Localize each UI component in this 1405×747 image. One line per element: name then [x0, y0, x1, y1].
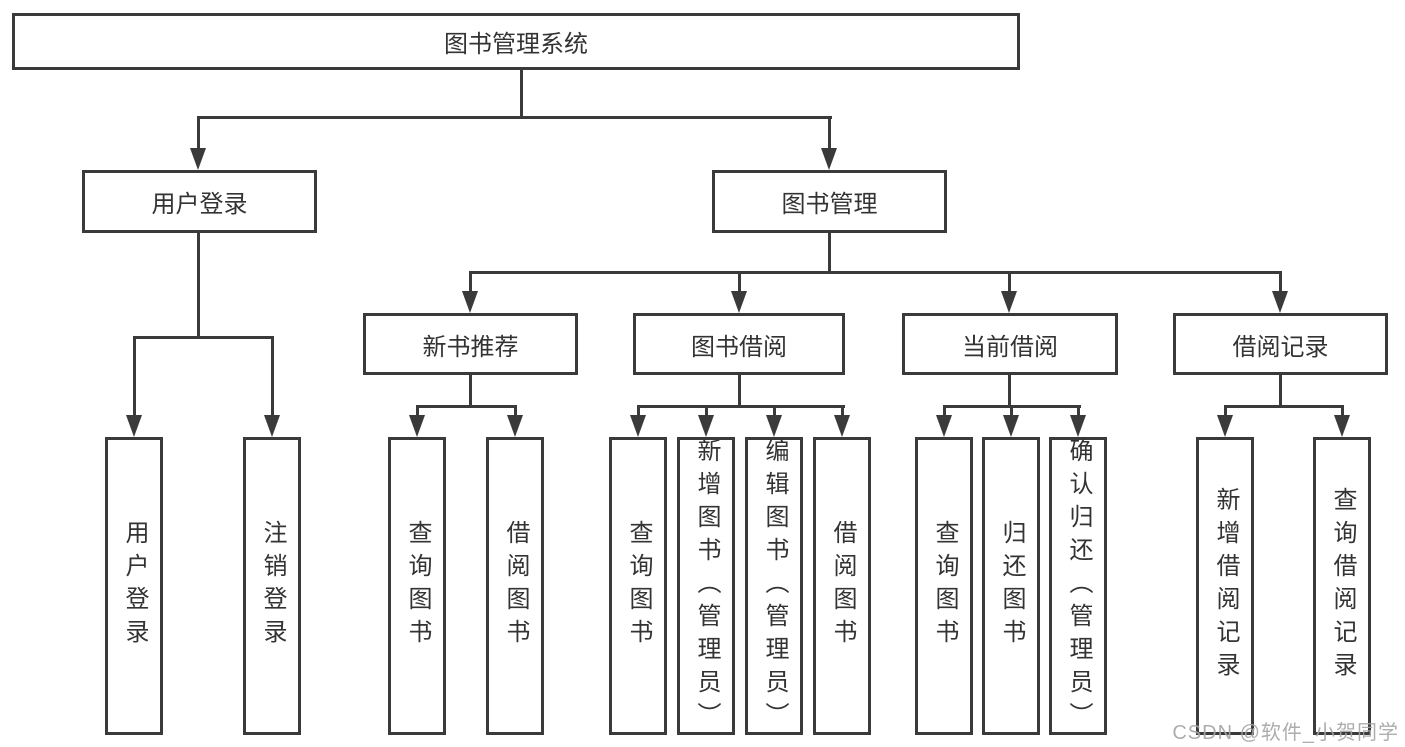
node-current-borrow-label: 当前借阅 [962, 333, 1058, 361]
leaf-query-books-2-label: 查询图书 [625, 520, 652, 652]
connector-userlogin-shaft-1 [133, 336, 136, 420]
node-book-management-label: 图书管理 [781, 191, 878, 218]
arrow-down-icon [507, 415, 523, 437]
connector-bookmgmt-shaft-3 [1008, 271, 1011, 297]
connector-borrow-horizontal [637, 405, 845, 408]
leaf-edit-books-admin: 编辑图书（管理员） [745, 437, 803, 735]
arrow-down-icon [1070, 415, 1086, 437]
leaf-query-borrow-record: 查询借阅记录 [1313, 437, 1371, 735]
node-book-management: 图书管理 [712, 170, 947, 233]
leaf-query-books-2: 查询图书 [609, 437, 667, 735]
node-borrow-records-label: 借阅记录 [1232, 333, 1329, 361]
leaf-query-books-3-label: 查询图书 [931, 520, 958, 652]
arrow-down-icon [834, 415, 850, 437]
leaf-query-books-1: 查询图书 [388, 437, 446, 735]
leaf-query-books-3: 查询图书 [915, 437, 973, 735]
leaf-logout: 注销登录 [243, 437, 301, 735]
connector-records-stub [1279, 374, 1282, 408]
node-book-borrow-label: 图书借阅 [691, 333, 787, 361]
node-user-login: 用户登录 [82, 170, 317, 233]
leaf-add-borrow-record-label: 新增借阅记录 [1212, 487, 1239, 685]
connector-userlogin-stub [197, 232, 200, 339]
node-current-borrow: 当前借阅 [902, 313, 1118, 375]
arrow-down-icon [409, 415, 425, 437]
connector-records-horizontal [1224, 405, 1344, 408]
arrow-down-icon [698, 415, 714, 437]
node-new-book-recommend-label: 新书推荐 [422, 333, 519, 361]
leaf-add-books-admin: 新增图书（管理员） [677, 437, 735, 735]
arrow-down-icon [1334, 415, 1350, 437]
connector-userlogin-shaft-2 [271, 336, 274, 420]
connector-newbook-shaft-1 [416, 405, 419, 420]
connector-borrow-shaft-1 [637, 405, 640, 420]
connector-current-stub [1008, 374, 1011, 408]
arrow-down-icon [731, 291, 747, 313]
leaf-edit-books-admin-label: 编辑图书（管理员） [761, 437, 788, 735]
connector-bookmgmt-horizontal [469, 271, 1282, 274]
csdn-watermark: CSDN @软件_小贺同学 [1172, 722, 1399, 744]
arrow-down-icon [462, 291, 478, 313]
node-root-label: 图书管理系统 [444, 31, 588, 58]
arrow-down-icon [1001, 291, 1017, 313]
node-new-book-recommend: 新书推荐 [363, 313, 578, 375]
connector-root-shaft-right [828, 116, 831, 152]
leaf-query-books-1-label: 查询图书 [404, 520, 431, 652]
leaf-borrow-books-1: 借阅图书 [486, 437, 544, 735]
connector-borrow-stub [738, 374, 741, 408]
connector-borrow-shaft-4 [841, 405, 844, 420]
leaf-user-login-label: 用户登录 [121, 520, 148, 652]
leaf-logout-label: 注销登录 [259, 520, 286, 652]
arrow-down-icon [264, 415, 280, 437]
node-book-borrow: 图书借阅 [633, 313, 845, 375]
leaf-borrow-books-2-label: 借阅图书 [829, 520, 856, 652]
node-root: 图书管理系统 [12, 13, 1020, 70]
leaf-add-books-admin-label: 新增图书（管理员） [693, 437, 720, 735]
connector-userlogin-horizontal [133, 336, 274, 339]
connector-root-horizontal [197, 116, 832, 119]
arrow-down-icon [126, 415, 142, 437]
arrow-down-icon [630, 415, 646, 437]
arrow-down-icon [766, 415, 782, 437]
arrow-down-icon [1003, 415, 1019, 437]
node-user-login-label: 用户登录 [151, 191, 248, 218]
connector-bookmgmt-shaft-1 [469, 271, 472, 297]
connector-current-shaft-2 [1010, 405, 1013, 420]
node-borrow-records: 借阅记录 [1173, 313, 1388, 375]
connector-borrow-shaft-3 [773, 405, 776, 420]
leaf-add-borrow-record: 新增借阅记录 [1196, 437, 1254, 735]
arrow-down-icon [1217, 415, 1233, 437]
connector-current-shaft-1 [943, 405, 946, 420]
leaf-confirm-return-admin: 确认归还（管理员） [1049, 437, 1107, 735]
connector-root-shaft-left [197, 116, 200, 152]
connector-bookmgmt-shaft-2 [738, 271, 741, 297]
leaf-return-books-label: 归还图书 [998, 520, 1025, 652]
connector-root-stub [520, 68, 523, 119]
connector-records-shaft-1 [1224, 405, 1227, 420]
connector-newbook-horizontal [416, 405, 517, 408]
connector-newbook-shaft-2 [514, 405, 517, 420]
arrow-down-icon [190, 148, 206, 170]
leaf-user-login: 用户登录 [105, 437, 163, 735]
connector-borrow-shaft-2 [705, 405, 708, 420]
arrow-down-icon [821, 148, 837, 170]
arrow-down-icon [936, 415, 952, 437]
connector-records-shaft-2 [1341, 405, 1344, 420]
leaf-query-borrow-record-label: 查询借阅记录 [1329, 487, 1356, 685]
connector-bookmgmt-shaft-4 [1279, 271, 1282, 297]
connector-bookmgmt-stub [828, 232, 831, 274]
leaf-return-books: 归还图书 [982, 437, 1040, 735]
leaf-borrow-books-1-label: 借阅图书 [502, 520, 529, 652]
arrow-down-icon [1272, 291, 1288, 313]
connector-current-shaft-3 [1077, 405, 1080, 420]
connector-newbook-stub [469, 374, 472, 408]
leaf-borrow-books-2: 借阅图书 [813, 437, 871, 735]
leaf-confirm-return-admin-label: 确认归还（管理员） [1065, 437, 1092, 735]
